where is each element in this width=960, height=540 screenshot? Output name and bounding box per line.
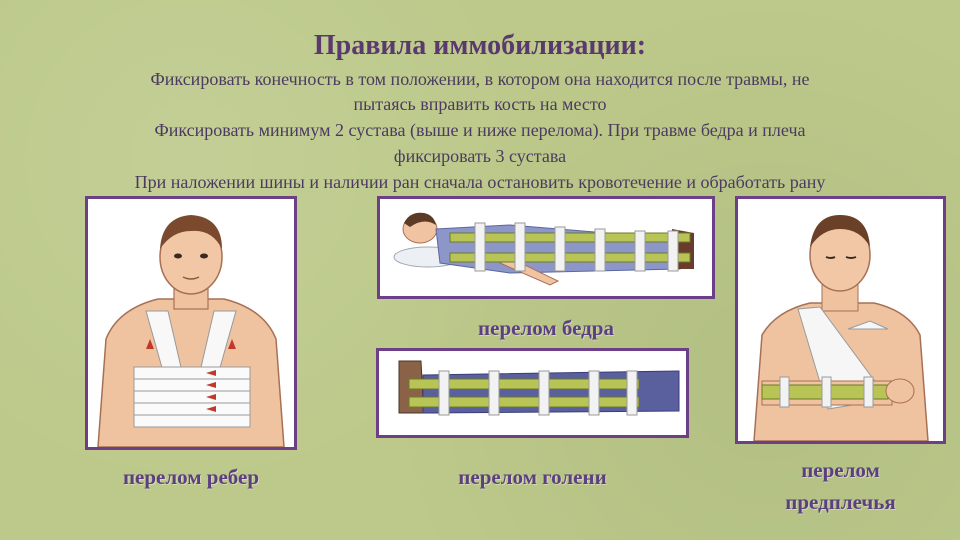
caption-hip-fracture: перелом бедра: [478, 316, 614, 340]
rule-1-line-1: Фиксировать конечность в том положении, …: [150, 69, 810, 89]
hip-fracture-illustration: [377, 196, 715, 299]
caption-forearm-fracture-line-2: предплечья: [785, 490, 896, 514]
caption-forearm-fracture-line-1: перелом: [801, 458, 880, 482]
forearm-fracture-illustration: [735, 196, 946, 444]
rule-2-line-1: Фиксировать минимум 2 сустава (выше и ни…: [154, 120, 806, 140]
rule-2-line-2: фиксировать 3 сустава: [393, 146, 567, 166]
caption-rib-fracture: перелом ребер: [122, 465, 260, 489]
rib-fracture-illustration: [85, 196, 297, 450]
shin-fracture-illustration: [376, 348, 689, 438]
rule-1-line-2: пытаясь вправить кость на место: [353, 94, 607, 114]
caption-shin-fracture: перелом голени: [458, 465, 607, 489]
rule-3: При наложении шины и наличии ран сначала…: [134, 172, 826, 192]
page-title: Правила иммобилизации:: [313, 30, 647, 61]
